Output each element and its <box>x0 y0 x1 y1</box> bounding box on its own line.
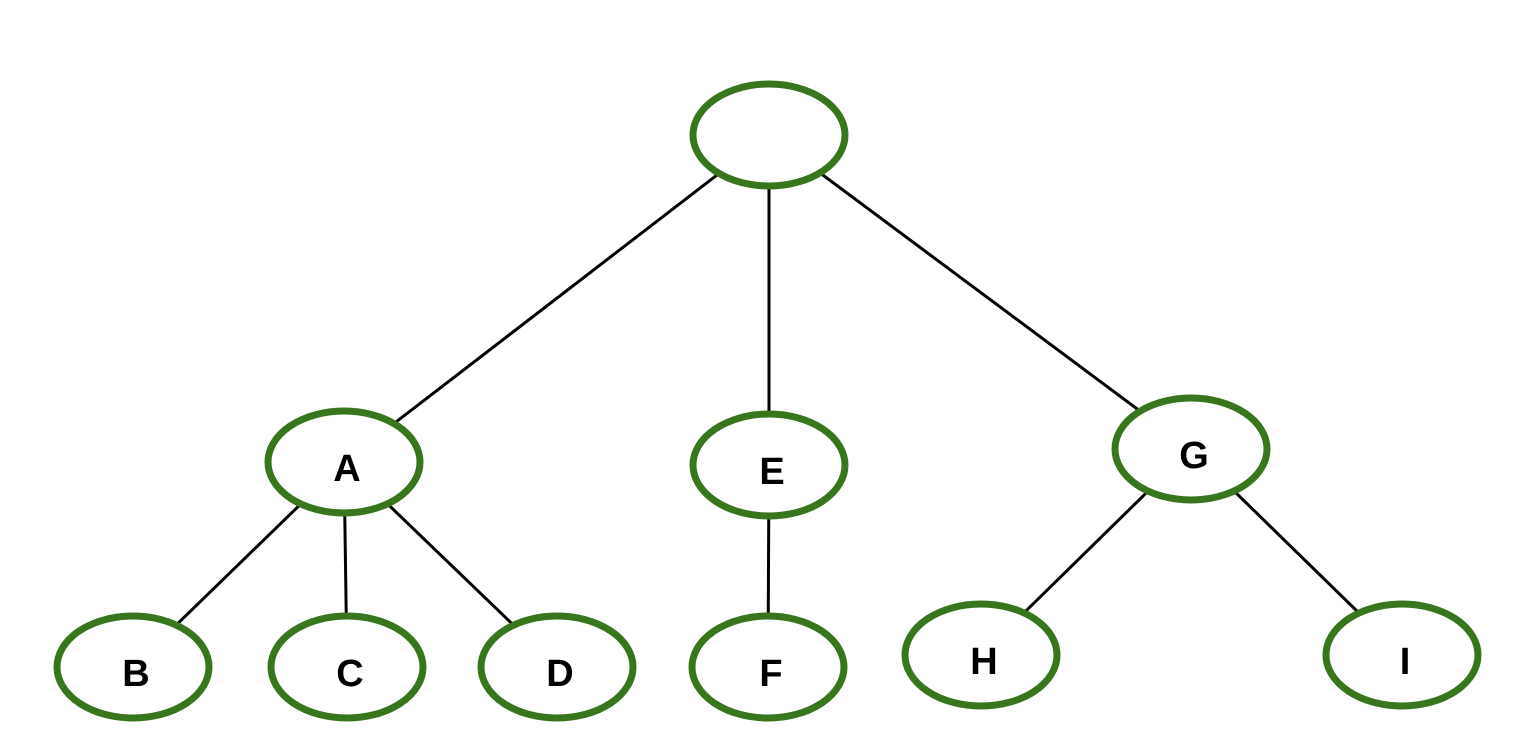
node-root <box>689 80 849 190</box>
node-ellipse-H <box>901 600 1061 710</box>
node-E: E <box>689 410 849 520</box>
node-F: F <box>688 612 848 722</box>
node-A: A <box>264 407 424 517</box>
node-label-C: C <box>336 653 363 695</box>
node-ellipse-A <box>264 407 424 517</box>
node-H: H <box>901 600 1061 710</box>
node-G: G <box>1111 394 1271 504</box>
node-label-G: G <box>1179 435 1209 477</box>
node-label-E: E <box>759 451 784 493</box>
edge-root-A <box>343 133 770 464</box>
node-ellipse-C <box>267 612 427 722</box>
node-C: C <box>267 612 427 722</box>
node-ellipse-root <box>689 80 849 190</box>
node-label-D: D <box>546 653 573 695</box>
node-ellipse-F <box>688 612 848 722</box>
node-ellipse-D <box>477 612 637 722</box>
node-ellipse-G <box>1111 394 1271 504</box>
node-label-I: I <box>1400 641 1411 683</box>
nodes-layer: A E G B C D F H I <box>53 80 1482 722</box>
node-label-F: F <box>759 653 782 695</box>
node-label-H: H <box>970 641 997 683</box>
node-ellipse-E <box>689 410 849 520</box>
node-B: B <box>53 612 213 722</box>
edge-root-G <box>768 133 1192 451</box>
node-I: I <box>1322 600 1482 710</box>
node-ellipse-B <box>53 612 213 722</box>
node-ellipse-I <box>1322 600 1482 710</box>
node-label-A: A <box>333 448 360 490</box>
node-D: D <box>477 612 637 722</box>
node-label-B: B <box>122 653 149 695</box>
